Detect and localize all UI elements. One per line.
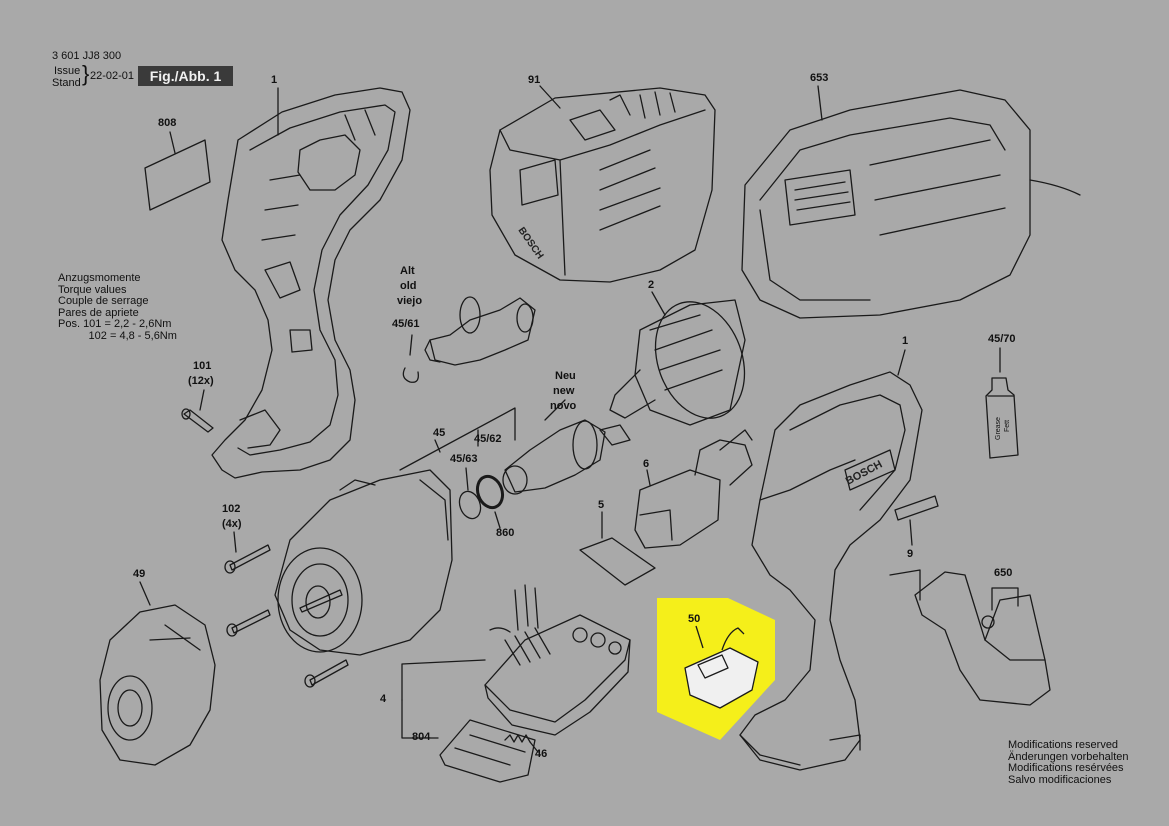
label-part-2: 2: [648, 279, 655, 291]
torque-line: Anzugsmomente: [58, 272, 141, 284]
label-part-45-62: 45/62: [474, 433, 502, 445]
anvil-new: [502, 399, 606, 495]
part-number: 3 601 JJ8 300: [52, 50, 122, 62]
battery-brand-text: BOSCH: [516, 225, 546, 261]
charger-653: [741, 85, 1081, 319]
mods-line: Salvo modificaciones: [1008, 773, 1112, 786]
label-part-1-right: 1: [902, 335, 909, 347]
torque-line: Pares de apriete: [58, 306, 139, 319]
motor-2: [599, 291, 746, 446]
label-part-91: 91: [528, 74, 541, 86]
label-part-101-qty: (12x): [188, 375, 214, 387]
label-part-45-63: 45/63: [450, 453, 478, 465]
bracket-45: [399, 407, 516, 471]
label-part-5: 5: [598, 499, 605, 511]
label-part-4: 4: [380, 693, 387, 705]
spring-46: [504, 734, 539, 753]
label-part-860: 860: [496, 527, 515, 539]
label-part-46: 46: [535, 748, 548, 760]
label-old: old: [400, 280, 417, 292]
brace-glyph: }: [82, 61, 90, 86]
label-part-45: 45: [433, 427, 446, 439]
label-part-1-top: 1: [271, 74, 278, 86]
label-sheet-808: [144, 131, 211, 211]
issue-date: 22-02-01: [90, 70, 135, 82]
label-part-49: 49: [133, 568, 146, 580]
ring-860: [475, 474, 505, 529]
label-part-653: 653: [810, 72, 829, 84]
mods-line: Modifications resérvées: [1008, 762, 1124, 775]
figure-label: Fig./Abb. 1: [138, 66, 233, 86]
screw-102-b: [226, 609, 271, 637]
housing-half-left: [211, 87, 411, 479]
label-new: new: [553, 385, 575, 397]
mods-line: Änderungen vorbehalten: [1008, 750, 1129, 763]
label-viejo: viejo: [397, 295, 423, 307]
label-part-9: 9: [907, 548, 914, 560]
label-part-45-70: 45/70: [988, 333, 1016, 345]
modifications-note: Modifications reserved Änderungen vorbeh…: [1008, 739, 1129, 786]
mods-line: Modifications reserved: [1008, 739, 1119, 751]
torque-line: Torque values: [58, 283, 127, 296]
switch-6: [634, 429, 753, 549]
label-alt: Alt: [400, 265, 415, 277]
label-part-804: 804: [412, 731, 431, 743]
tube-text-fett: Fett: [1004, 420, 1011, 432]
belt-clip-650: [914, 571, 1051, 706]
torque-line: 102 = 4,8 - 5,6Nm: [58, 329, 177, 342]
torque-line: Pos. 101 = 2,2 - 2,6Nm: [58, 318, 172, 331]
anvil-old: [402, 296, 536, 383]
label-strip-9: [894, 495, 939, 546]
plate-804: [439, 719, 536, 783]
screw-102-a: [224, 531, 271, 574]
cap-49: [99, 581, 216, 766]
battery-pack-91: [489, 85, 716, 283]
label-part-50: 50: [688, 613, 701, 625]
housing-half-right: [739, 349, 923, 771]
tube-text-grease: Grease: [995, 417, 1002, 440]
grease-tube-45-70: [985, 347, 1019, 459]
label-part-650: 650: [994, 567, 1013, 579]
screw-102-c: [304, 659, 349, 688]
label-part-45-61: 45/61: [392, 318, 420, 330]
torque-line: Couple de serrage: [58, 295, 149, 308]
ring-45-63: [458, 467, 482, 520]
label-part-101: 101: [193, 360, 212, 372]
stand-label: Stand: [52, 77, 81, 89]
electronics-module-4: [401, 584, 631, 739]
label-part-6: 6: [643, 458, 650, 470]
screw-102-d: [299, 589, 343, 613]
label-part-808: 808: [158, 117, 177, 129]
torque-note: Anzugsmomente Torque values Couple de se…: [58, 272, 177, 343]
slider-5: [579, 511, 656, 586]
label-part-102-qty: (4x): [222, 518, 242, 530]
label-part-102: 102: [222, 503, 241, 515]
gear-housing: [274, 469, 453, 656]
screw-101: [181, 389, 214, 433]
issue-label: Issue: [54, 65, 81, 77]
module-50: [684, 625, 759, 709]
label-novo: novo: [550, 400, 577, 412]
label-neu: Neu: [555, 370, 576, 382]
